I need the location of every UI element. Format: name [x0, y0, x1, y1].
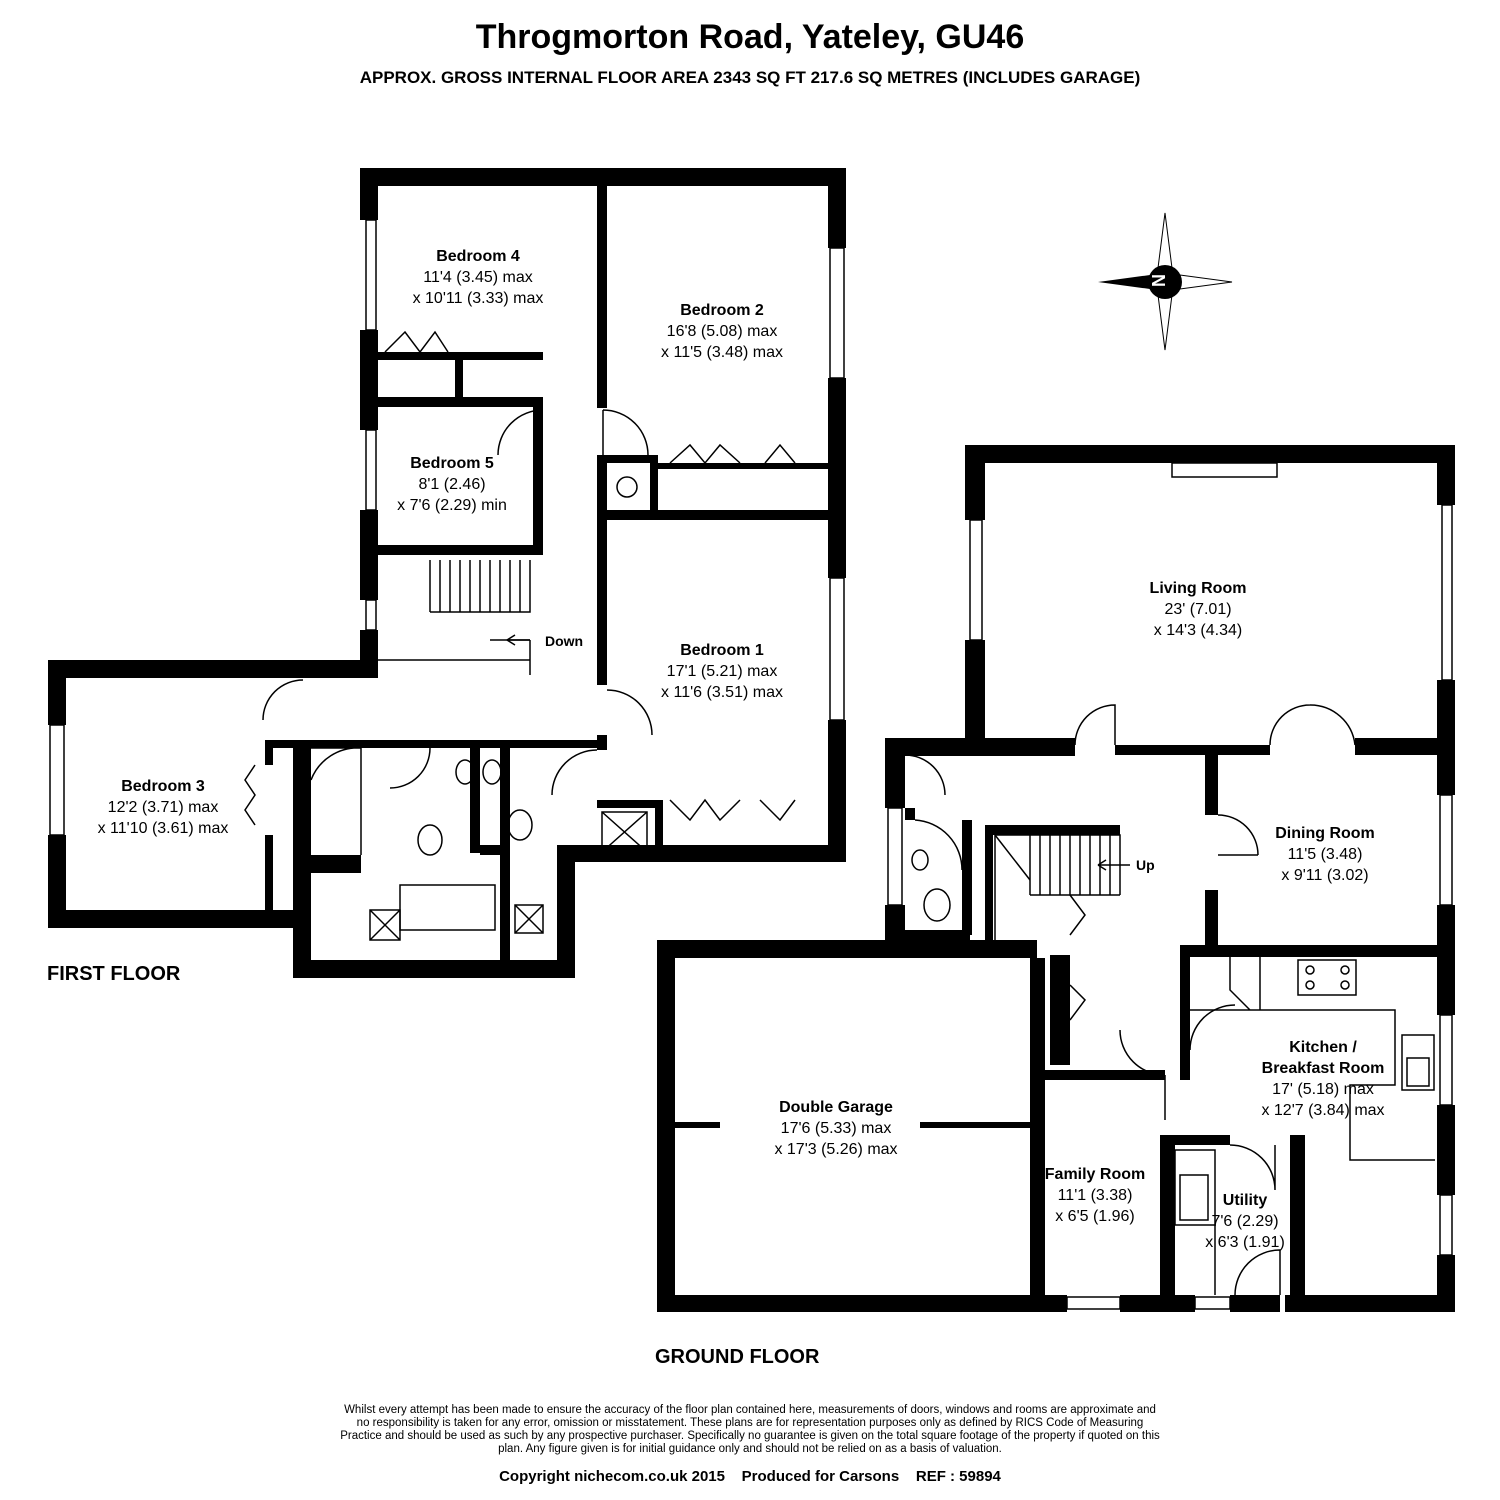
floor-area-subtitle: APPROX. GROSS INTERNAL FLOOR AREA 2343 S… — [359, 68, 1141, 87]
ground-floor-fixtures — [662, 462, 1453, 1310]
ground-floor-label: GROUND FLOOR — [655, 1346, 820, 1368]
room-bedroom-1: Bedroom 1 17'1 (5.21) max x 11'6 (3.51) ma… — [661, 640, 783, 703]
room-kitchen-breakfast: Kitchen / Breakfast Room 17' (5.18) max x 1… — [1261, 1037, 1384, 1121]
room-family-room: Family Room 11'1 (3.38) x 6'5 (1.96) — [1045, 1164, 1145, 1227]
room-bedroom-3: Bedroom 3 12'2 (3.71) max x 11'10 (3.61) m… — [98, 776, 229, 839]
room-double-garage: Double Garage 17'6 (5.33) max x 17'3 (5.26… — [774, 1097, 897, 1160]
room-name: Dining Room — [1275, 825, 1375, 842]
room-dim: x 7'6 (2.29) min — [397, 497, 507, 514]
room-dim: x 17'3 (5.26) max — [774, 1141, 898, 1158]
room-dim: 17'1 (5.21) max — [666, 663, 778, 680]
room-name: Utility — [1222, 1192, 1268, 1209]
room-dim: x 11'10 (3.61) max — [97, 820, 229, 837]
room-dim: x 11'6 (3.51) max — [661, 684, 783, 701]
room-dim: x 10'11 (3.33) max — [412, 290, 544, 307]
room-dim: 17' (5.18) max — [1272, 1081, 1374, 1098]
room-dim: 12'2 (3.71) max — [107, 799, 219, 816]
room-bedroom-2: Bedroom 2 16'8 (5.08) max x 11'5 (3.48) ma… — [661, 300, 783, 363]
room-dim: 11'1 (3.38) — [1057, 1187, 1133, 1204]
room-dining-room: Dining Room 11'5 (3.48) x 9'11 (3.02) — [1275, 823, 1375, 886]
room-bedroom-5: Bedroom 5 8'1 (2.46) x 7'6 (2.29) min — [397, 453, 507, 516]
compass-north-label: N — [1149, 274, 1169, 287]
page-title: Throgmorton Road, Yateley, GU46 — [475, 18, 1025, 56]
room-dim: 8'1 (2.46) — [418, 476, 486, 493]
first-floor-fixtures — [49, 219, 845, 941]
room-name: Double Garage — [779, 1099, 893, 1116]
room-name: Bedroom 1 — [680, 642, 764, 659]
room-name: Family Room — [1044, 1166, 1146, 1183]
disclaimer-text: Whilst every attempt has been made to en… — [340, 1404, 1160, 1455]
ground-floor-walls — [657, 445, 1455, 1312]
room-name: Bedroom 4 — [436, 248, 520, 265]
room-dim: 23' (7.01) — [1164, 601, 1232, 618]
room-dim: 11'4 (3.45) max — [423, 269, 533, 286]
room-name: Bedroom 3 — [121, 778, 205, 795]
room-dim: x 14'3 (4.34) — [1153, 622, 1243, 639]
room-name: Bedroom 2 — [680, 302, 764, 319]
stairs-down-label: Down — [545, 633, 584, 649]
room-dim: x 9'11 (3.02) — [1281, 867, 1369, 884]
first-floor-walls — [48, 168, 846, 978]
room-name: Breakfast Room — [1261, 1060, 1385, 1077]
room-dim: x 11'5 (3.48) max — [661, 344, 783, 361]
room-bedroom-4: Bedroom 4 11'4 (3.45) max x 10'11 (3.33) m… — [413, 246, 544, 309]
room-living-room: Living Room 23' (7.01) x 14'3 (4.34) — [1150, 578, 1247, 641]
room-name: Bedroom 5 — [410, 455, 494, 472]
room-dim: x 12'7 (3.84) max — [1261, 1102, 1385, 1119]
room-name: Living Room — [1149, 580, 1247, 597]
compass-icon — [1098, 212, 1233, 351]
copyright-credit: Copyright nichecom.co.uk 2015 Produced f… — [499, 1468, 1001, 1485]
stairs-up-label: Up — [1136, 857, 1155, 873]
room-name: Kitchen / — [1289, 1039, 1357, 1056]
room-dim: 17'6 (5.33) max — [780, 1120, 892, 1137]
room-dim: 11'5 (3.48) — [1287, 846, 1363, 863]
room-dim: x 6'3 (1.91) — [1205, 1234, 1285, 1251]
room-dim: x 6'5 (1.96) — [1055, 1208, 1135, 1225]
room-utility: Utility 7'6 (2.29) x 6'3 (1.91) — [1205, 1190, 1285, 1253]
first-floor-label: FIRST FLOOR — [47, 963, 181, 985]
room-dim: 7'6 (2.29) — [1211, 1213, 1279, 1230]
room-dim: 16'8 (5.08) max — [666, 323, 778, 340]
